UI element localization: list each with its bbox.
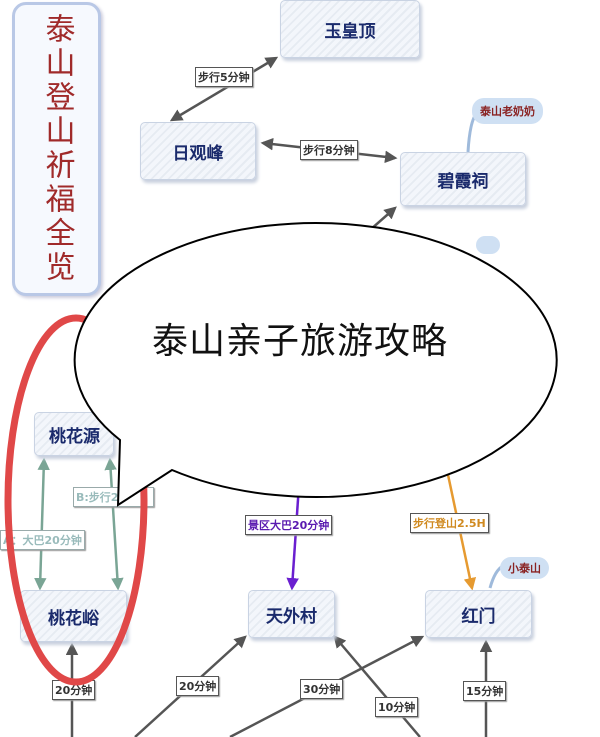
- node-taohuayu: 桃花峪: [20, 590, 127, 642]
- arrow-riguan-yuhuang: [169, 56, 279, 122]
- node-bixiaci: 碧霞祠: [400, 152, 526, 206]
- arrow-tianwai-down: [333, 635, 421, 737]
- red-highlight-ring: [4, 314, 148, 686]
- label-30min: 30分钟: [300, 679, 344, 699]
- note-cloud-hidden: [476, 236, 500, 254]
- node-tianwaicun: 天外村: [248, 590, 335, 638]
- speech-bubble-text: 泰山亲子旅游攻略: [151, 321, 448, 362]
- note-bixiaci: 泰山老奶奶: [472, 98, 543, 124]
- node-yuhuangding: 玉皇顶: [280, 0, 420, 58]
- speech-bubble: [73, 221, 558, 507]
- arrow-green-a: [34, 457, 50, 591]
- label-bus20: 景区大巴20分钟: [245, 515, 333, 535]
- node-hongmen: 红门: [425, 590, 532, 638]
- arrow-green-b: [104, 457, 124, 591]
- note-hongmen: 小泰山: [500, 557, 549, 579]
- label-20min-b: 20分钟: [176, 676, 220, 696]
- label-route-a: A：大巴20分钟: [0, 530, 85, 550]
- title-panel: 泰山登山祈福全览: [12, 2, 101, 296]
- label-walk8: 步行8分钟: [300, 140, 358, 160]
- label-10min: 10分钟: [375, 697, 419, 717]
- label-15min: 15分钟: [463, 681, 507, 701]
- node-riguanfeng: 日观峰: [140, 122, 256, 180]
- label-walk5: 步行5分钟: [195, 67, 253, 87]
- diagram-title: 泰山登山祈福全览: [39, 13, 75, 285]
- label-hike: 步行登山2.5H: [410, 513, 489, 533]
